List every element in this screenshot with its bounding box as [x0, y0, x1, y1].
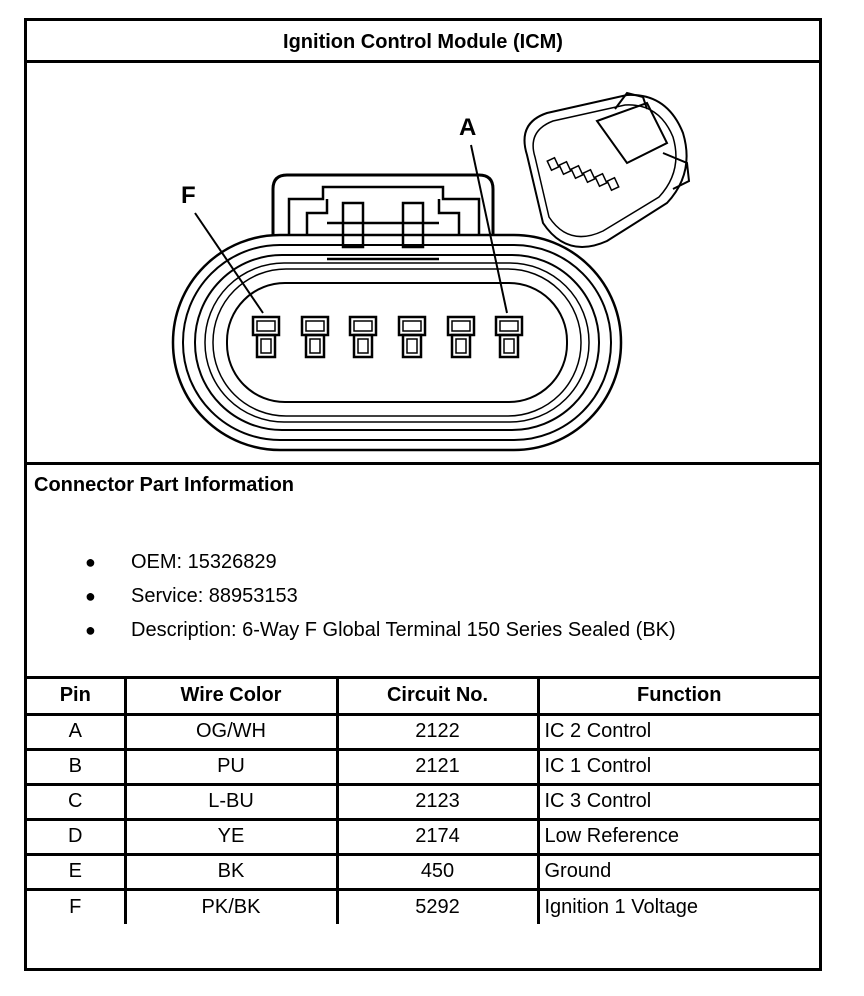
list-item: ● Description: 6-Way F Global Terminal 15… — [27, 613, 676, 647]
pin-cell: F — [27, 887, 127, 924]
pin-a-leader — [470, 144, 508, 314]
pinout-table: Pin Wire Color Circuit No. Function A OG… — [27, 679, 819, 924]
header-function: Function — [536, 679, 819, 716]
part-info-list: ● OEM: 15326829 ● Service: 88953153 ● Descr… — [27, 545, 676, 647]
circuit-cell: 450 — [335, 852, 540, 891]
connector-iso-view — [523, 91, 691, 248]
header-circuit-no: Circuit No. — [335, 679, 540, 716]
bullet-icon: ● — [85, 586, 96, 606]
wire-color-cell: OG/WH — [123, 712, 339, 751]
function-cell: IC 1 Control — [536, 747, 819, 786]
info-heading: Connector Part Information — [34, 474, 295, 496]
pin-cell: C — [27, 782, 127, 821]
function-cell: Ground — [536, 852, 819, 891]
table-header-row: Pin Wire Color Circuit No. Function — [27, 679, 819, 716]
terminal-cavities — [251, 315, 524, 359]
function-cell: IC 3 Control — [536, 782, 819, 821]
pin-cell: A — [27, 712, 127, 751]
function-cell: IC 2 Control — [536, 712, 819, 751]
pin-cell: E — [27, 852, 127, 891]
connector-drawing: F A — [27, 63, 819, 465]
page-title: Ignition Control Module (ICM) — [27, 21, 819, 63]
wire-color-cell: L-BU — [123, 782, 339, 821]
wire-color-cell: PK/BK — [123, 887, 339, 924]
pin-a-label: A — [459, 114, 476, 141]
table-row: B PU 2121 IC 1 Control — [27, 747, 819, 786]
table-row: E BK 450 Ground — [27, 852, 819, 891]
service-number: Service: 88953153 — [131, 585, 298, 607]
table-row: C L-BU 2123 IC 3 Control — [27, 782, 819, 821]
pin-f-label: F — [181, 182, 196, 209]
bullet-icon: ● — [85, 552, 96, 572]
bullet-icon: ● — [85, 620, 96, 640]
table-row: F PK/BK 5292 Ignition 1 Voltage — [27, 887, 819, 924]
circuit-cell: 2122 — [335, 712, 540, 751]
table-row: D YE 2174 Low Reference — [27, 817, 819, 856]
circuit-cell: 2174 — [335, 817, 540, 856]
connector-sheet: Ignition Control Module (ICM) — [24, 18, 822, 971]
connector-illustration: F A — [171, 91, 691, 452]
table-row: A OG/WH 2122 IC 2 Control — [27, 712, 819, 751]
connector-part-info: Connector Part Information ● OEM: 1532682… — [27, 465, 819, 679]
pin-cell: B — [27, 747, 127, 786]
circuit-cell: 2123 — [335, 782, 540, 821]
description: Description: 6-Way F Global Terminal 150… — [131, 619, 676, 641]
pin-f-leader — [194, 212, 264, 314]
header-wire-color: Wire Color — [123, 679, 339, 716]
header-pin: Pin — [27, 679, 127, 716]
wire-color-cell: PU — [123, 747, 339, 786]
pin-cell: D — [27, 817, 127, 856]
oem-number: OEM: 15326829 — [131, 551, 277, 573]
circuit-cell: 2121 — [335, 747, 540, 786]
wire-color-cell: YE — [123, 817, 339, 856]
list-item: ● OEM: 15326829 — [27, 545, 676, 579]
function-cell: Low Reference — [536, 817, 819, 856]
wire-color-cell: BK — [123, 852, 339, 891]
connector-shell-outer — [171, 233, 623, 452]
circuit-cell: 5292 — [335, 887, 540, 924]
function-cell: Ignition 1 Voltage — [536, 887, 819, 924]
list-item: ● Service: 88953153 — [27, 579, 676, 613]
